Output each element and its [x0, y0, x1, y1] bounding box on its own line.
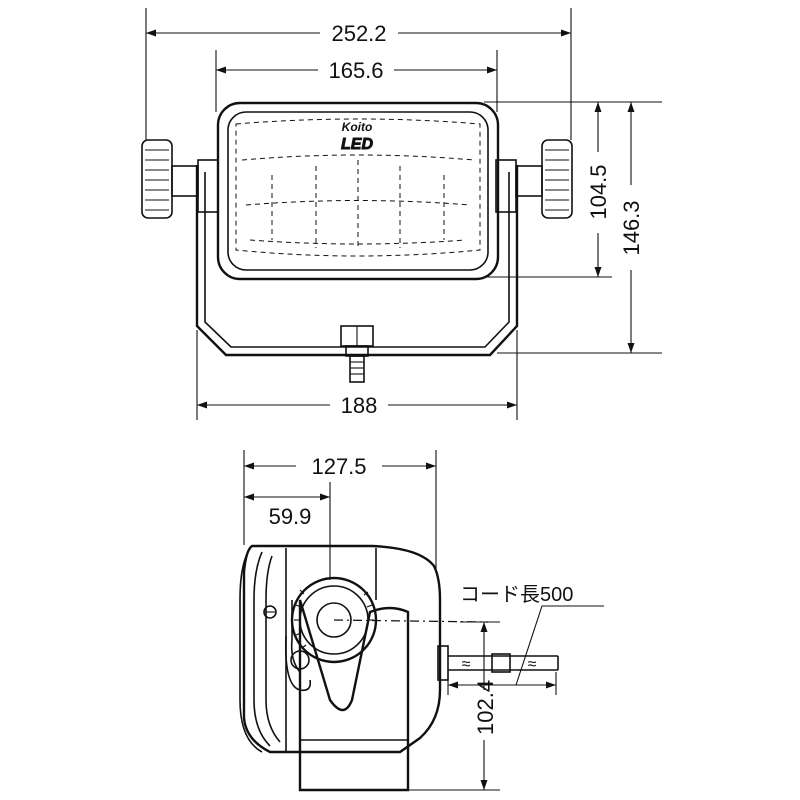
dim-pivot-height: 102.4 — [473, 680, 498, 735]
right-adjust-knob — [495, 139, 573, 219]
lens-reflector-pattern — [235, 118, 481, 257]
cord-gland — [437, 645, 449, 681]
cord-clamp — [284, 635, 312, 692]
dim-lens-height: 104.5 — [586, 164, 611, 219]
side-view: 127.5 59.9 102.4 — [239, 450, 604, 792]
cord-length-label: コード長500 — [460, 584, 573, 606]
lamp-lens-inner — [265, 555, 281, 743]
cord-leader-line — [515, 605, 604, 686]
front-view: 252.2 165.6 188 104.5 146.3 — [141, 8, 662, 420]
lamp-bezel — [227, 111, 489, 271]
cord-clamp-pin — [290, 650, 310, 670]
lamp-body-side — [242, 544, 442, 754]
dim-lens-width: 165.6 — [328, 58, 383, 83]
mounting-bracket — [195, 165, 519, 357]
dim-depth: 127.5 — [311, 454, 366, 479]
screw-head — [263, 605, 277, 619]
lamp-bezel-side — [239, 545, 263, 753]
dim-pivot-offset: 59.9 — [269, 504, 312, 529]
logo-mark-text: LED — [341, 136, 373, 153]
brand-logo: Koito LED — [341, 120, 374, 153]
left-adjust-knob — [141, 139, 219, 219]
dim-overall-width: 252.2 — [331, 21, 386, 46]
cord-break-symbol: ≈ — [528, 656, 537, 673]
bracket-arm-side — [298, 599, 410, 792]
cord-break-symbol: ≈ — [462, 656, 471, 673]
dim-overall-height: 146.3 — [619, 200, 644, 255]
mounting-bolt — [340, 325, 374, 383]
power-cord — [448, 653, 559, 673]
mounting-bracket-inner — [204, 172, 510, 348]
logo-brand-text: Koito — [342, 120, 373, 134]
pivot-centerline — [333, 619, 489, 623]
dim-bracket-width: 188 — [341, 393, 378, 418]
lamp-lens-edge — [253, 551, 271, 747]
lamp-housing — [216, 101, 500, 281]
